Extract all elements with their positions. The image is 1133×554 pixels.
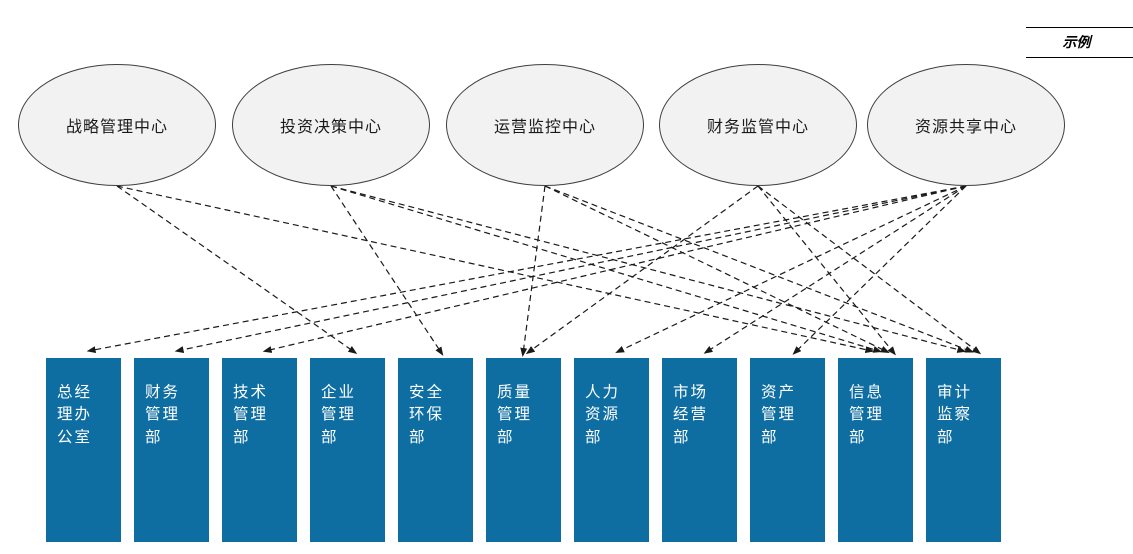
dept-box-market-operations-dept: 市场 经营 部 [662,358,737,542]
arrow-strategic-management-center-to-enterprise-management-dept [116,185,358,355]
center-ellipse-resource-sharing-center: 资源共享中心 [867,64,1065,186]
arrow-resource-sharing-center-to-technology-management-dept [262,185,967,353]
dept-label-finance-management-dept: 财务 管理 部 [145,384,181,446]
dept-label-market-operations-dept: 市场 经营 部 [673,384,709,446]
dept-label-audit-supervision-dept: 审计 监察 部 [937,384,973,446]
arrow-resource-sharing-center-to-finance-management-dept [174,185,967,354]
arrow-strategic-management-center-to-information-management-dept [116,185,875,353]
dept-label-technology-management-dept: 技术 管理 部 [233,384,269,446]
dept-label-general-manager-office: 总经 理办 公室 [57,384,93,446]
dept-label-information-management-dept: 信息 管理 部 [849,384,885,446]
center-ellipse-financial-supervision-center: 财务监管中心 [659,64,857,186]
center-label-strategic-management-center: 战略管理中心 [65,119,168,136]
dept-label-enterprise-management-dept: 企业 管理 部 [321,384,357,446]
arrow-financial-supervision-center-to-audit-supervision-dept [757,185,982,355]
dept-box-enterprise-management-dept: 企业 管理 部 [310,358,385,542]
dept-label-asset-management-dept: 资产 管理 部 [761,384,797,446]
dept-box-general-manager-office: 总经 理办 公室 [46,358,121,542]
dept-box-human-resources-dept: 人力 资源 部 [574,358,649,542]
arrow-resource-sharing-center-to-general-manager-office [86,185,967,354]
dept-box-finance-management-dept: 财务 管理 部 [134,358,209,542]
dept-box-quality-management-dept: 质量 管理 部 [486,358,561,542]
center-label-resource-sharing-center: 资源共享中心 [914,119,1017,136]
arrow-investment-decision-center-to-information-management-dept [330,185,883,353]
dept-box-safety-environment-dept: 安全 环保 部 [398,358,473,542]
dept-label-quality-management-dept: 质量 管理 部 [497,384,533,446]
center-ellipse-operations-monitoring-center: 运营监控中心 [446,64,644,186]
dept-box-audit-supervision-dept: 审计 监察 部 [926,358,1001,542]
example-tag: 示例 [1026,27,1133,58]
arrow-investment-decision-center-to-safety-environment-dept [330,185,444,356]
center-label-financial-supervision-center: 财务监管中心 [706,119,809,136]
dept-box-technology-management-dept: 技术 管理 部 [222,358,297,542]
center-ellipse-investment-decision-center: 投资决策中心 [232,64,430,186]
arrow-financial-supervision-center-to-information-management-dept [757,185,896,356]
arrow-operations-monitoring-center-to-audit-supervision-dept [544,185,975,353]
dept-box-information-management-dept: 信息 管理 部 [838,358,913,542]
arrow-resource-sharing-center-to-asset-management-dept [792,185,967,355]
dept-label-safety-environment-dept: 安全 环保 部 [409,384,445,446]
arrow-resource-sharing-center-to-market-operations-dept [703,185,967,354]
arrow-operations-monitoring-center-to-information-management-dept [544,185,890,354]
arrow-resource-sharing-center-to-human-resources-dept [615,185,967,354]
center-label-operations-monitoring-center: 运营监控中心 [493,119,596,136]
arrow-operations-monitoring-center-to-quality-management-dept [520,185,546,357]
dept-label-human-resources-dept: 人力 资源 部 [585,384,621,446]
dept-box-asset-management-dept: 资产 管理 部 [750,358,825,542]
center-label-investment-decision-center: 投资决策中心 [279,119,382,136]
arrow-investment-decision-center-to-audit-supervision-dept [330,185,967,353]
center-ellipse-strategic-management-center: 战略管理中心 [18,64,216,186]
arrow-financial-supervision-center-to-quality-management-dept [525,185,759,355]
